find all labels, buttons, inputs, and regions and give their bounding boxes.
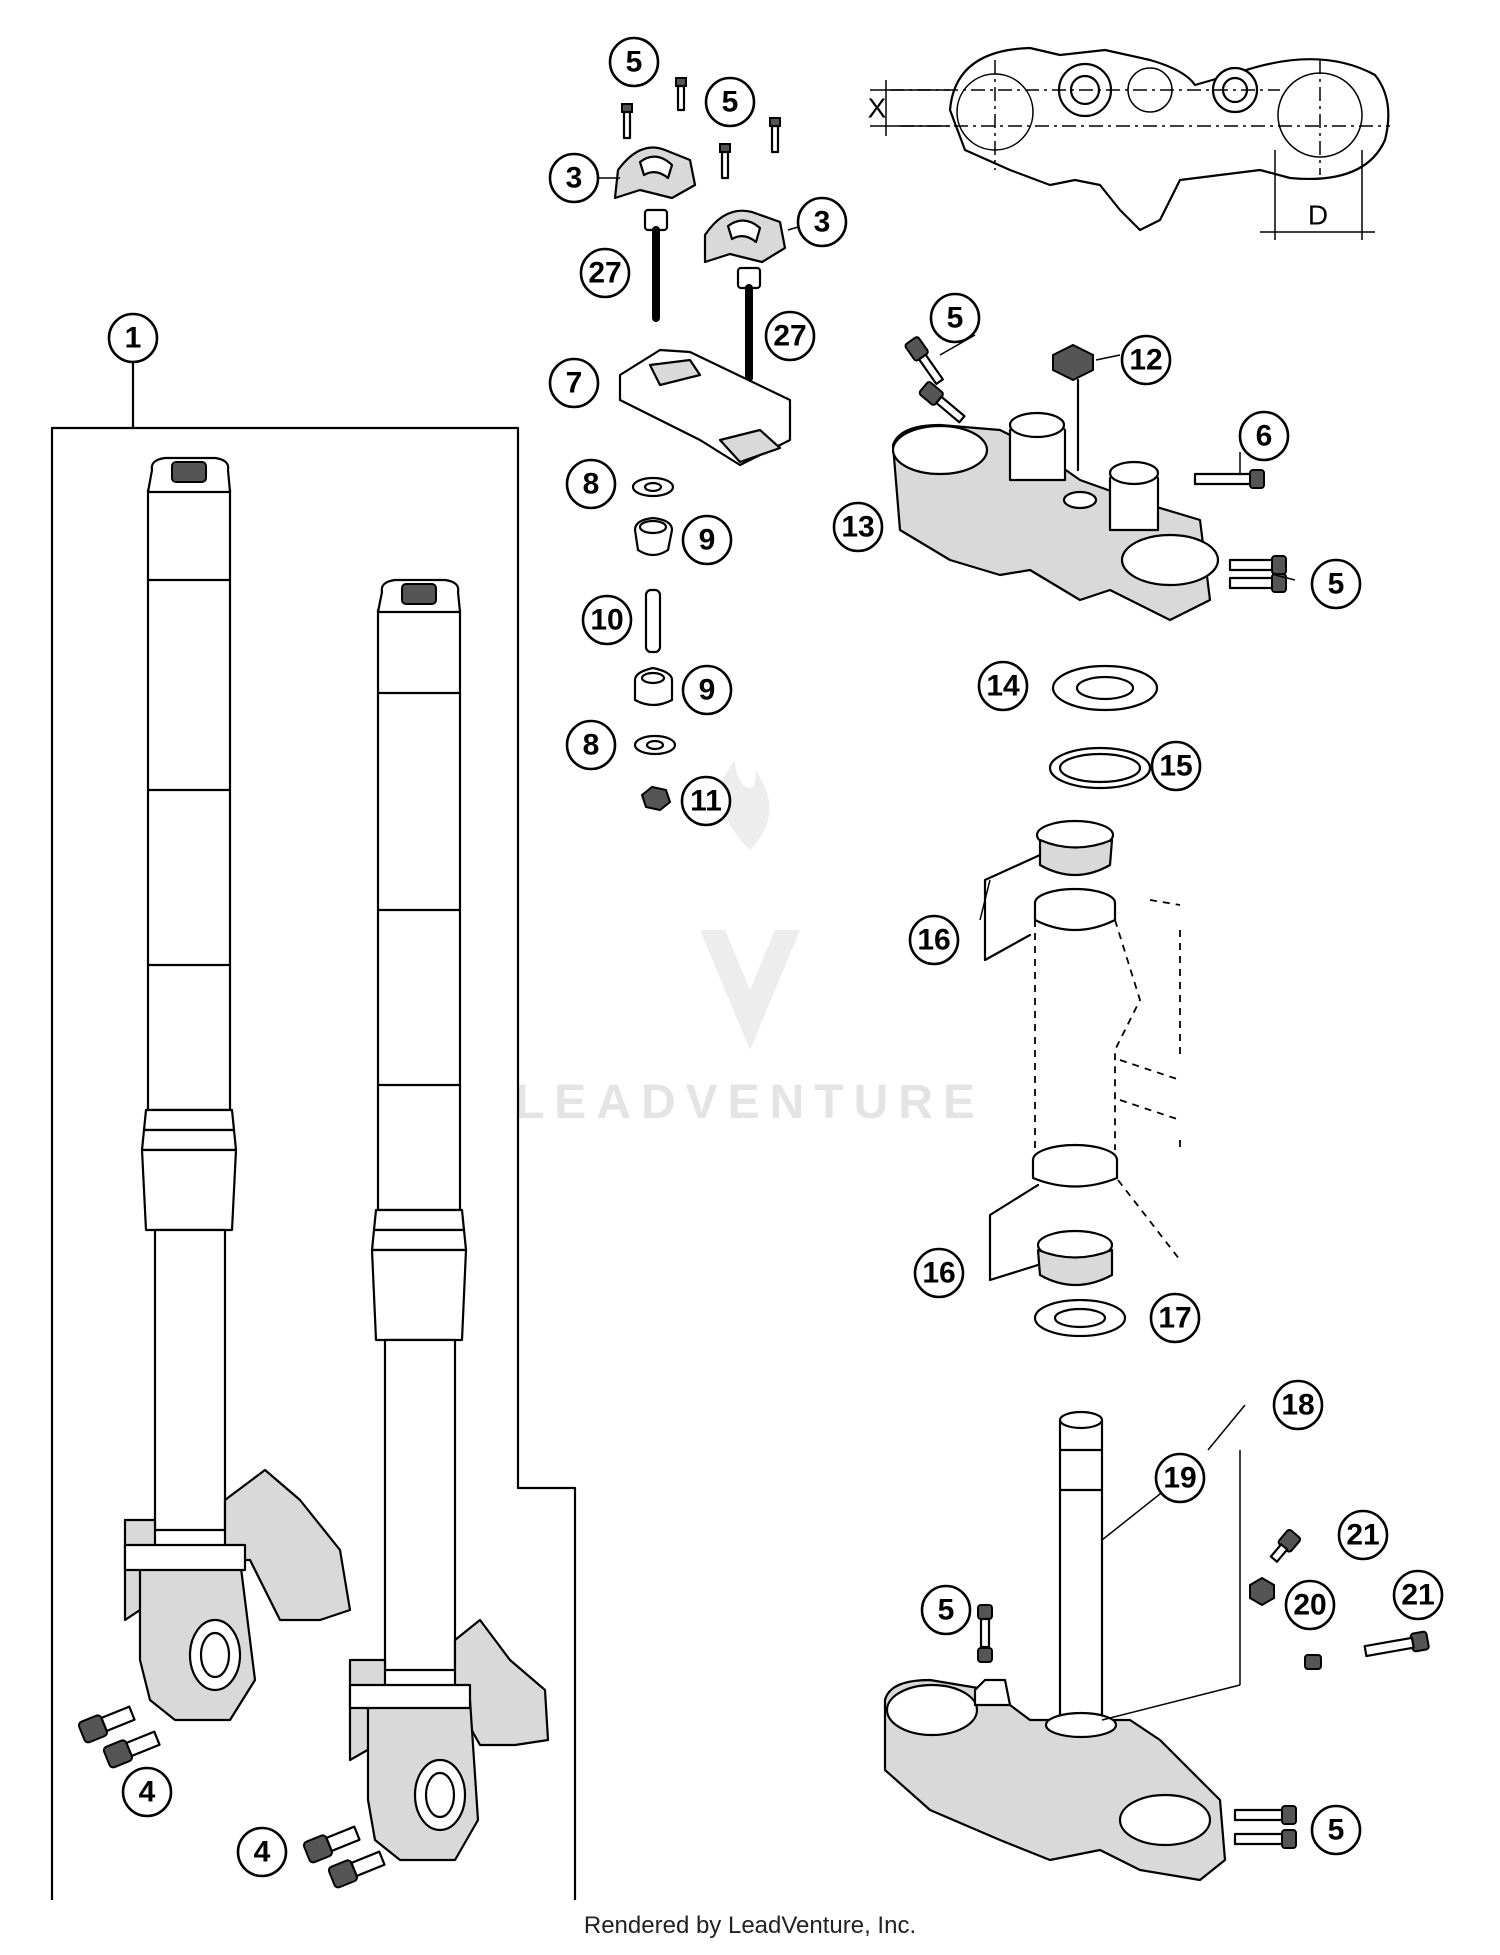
right-fork-leg: [348, 578, 550, 1862]
callout-5-e: 5: [920, 1584, 972, 1636]
callout-21-b: 21: [1392, 1569, 1444, 1621]
callout-17: 17: [1149, 1292, 1201, 1344]
callout-14: 14: [977, 660, 1029, 712]
dimension-diagram: X D: [868, 46, 1390, 240]
callout-5-d: 5: [1310, 558, 1362, 610]
callout-20: 20: [1284, 1579, 1336, 1631]
callout-6: 6: [1238, 410, 1290, 462]
steering-head-bearings: [983, 664, 1181, 1338]
callout-8-b: 8: [565, 719, 617, 771]
upper-triple-clamp: [891, 411, 1220, 622]
svg-text:3: 3: [566, 162, 583, 195]
svg-text:27: 27: [773, 320, 806, 353]
damper-small-parts: [631, 476, 677, 812]
svg-text:9: 9: [699, 524, 716, 557]
handlebar-clamp-upper-left: [613, 146, 697, 200]
footer-credit: Rendered by LeadVenture, Inc.: [583, 1912, 917, 1939]
svg-text:18: 18: [1281, 1389, 1314, 1422]
svg-text:4: 4: [254, 1836, 271, 1869]
axle-clamp-bolts-left: [77, 1705, 161, 1769]
handlebar-base: [618, 348, 792, 467]
exploded-parts-diagram: LEADVENTURE: [50, 36, 1444, 1900]
svg-text:11: 11: [690, 785, 722, 818]
handlebar-clamp-upper-right: [703, 209, 787, 264]
svg-text:3: 3: [814, 206, 831, 239]
callout-10: 10: [581, 594, 633, 646]
svg-text:5: 5: [626, 46, 643, 79]
callout-15: 15: [1150, 740, 1202, 792]
callout-1: 1: [107, 312, 159, 364]
callout-3-a: 3: [548, 152, 600, 204]
svg-text:14: 14: [986, 670, 1020, 703]
svg-text:10: 10: [590, 604, 623, 637]
svg-text:5: 5: [1328, 568, 1345, 601]
svg-text:8: 8: [583, 468, 600, 501]
callout-11: 11: [680, 775, 732, 827]
svg-text:9: 9: [699, 674, 716, 707]
leader-lines: [580, 177, 1296, 1721]
svg-text:20: 20: [1293, 1589, 1326, 1622]
watermark: LEADVENTURE: [515, 760, 985, 1129]
callout-5-f: 5: [1310, 1804, 1362, 1856]
svg-text:27: 27: [588, 257, 621, 290]
callout-5-c: 5: [929, 292, 981, 344]
svg-text:15: 15: [1159, 750, 1192, 783]
callout-16-b: 16: [913, 1247, 965, 1299]
svg-text:19: 19: [1163, 1462, 1196, 1495]
svg-text:13: 13: [841, 511, 874, 544]
callout-18: 18: [1272, 1379, 1324, 1431]
callout-16-a: 16: [908, 914, 960, 966]
dimension-x-label: X: [868, 93, 887, 124]
callout-19: 19: [1154, 1452, 1206, 1504]
svg-text:6: 6: [1256, 420, 1273, 453]
callout-4-b: 4: [236, 1826, 288, 1878]
watermark-text: LEADVENTURE: [515, 1076, 985, 1129]
svg-text:1: 1: [125, 322, 142, 355]
callout-7: 7: [548, 357, 600, 409]
lower-clamp-bolts: [1233, 1528, 1430, 1849]
svg-text:5: 5: [947, 302, 964, 335]
callout-13: 13: [832, 501, 884, 553]
clamp-bolts-top: [621, 77, 781, 180]
dimension-d-label: D: [1308, 200, 1328, 231]
callout-4-a: 4: [121, 1766, 173, 1818]
callout-5-a: 5: [608, 36, 660, 88]
callout-27-b: 27: [764, 310, 816, 362]
callout-12: 12: [1120, 334, 1172, 386]
axle-clamp-bolts-right: [302, 1825, 386, 1889]
callouts: 1 5 5 3 3 27 27 7 8 9 10 9 8 11 5 12 6 1…: [107, 36, 1444, 1878]
svg-text:17: 17: [1158, 1302, 1191, 1335]
svg-text:8: 8: [583, 729, 600, 762]
callout-27-a: 27: [579, 247, 631, 299]
svg-text:16: 16: [917, 924, 950, 957]
callout-8-a: 8: [565, 458, 617, 510]
long-bolts-27: [643, 208, 762, 382]
upper-clamp-bolts: [904, 336, 1287, 593]
steering-stem-nut: [1052, 343, 1094, 472]
left-fork-leg: [123, 456, 352, 1722]
svg-text:7: 7: [566, 367, 583, 400]
svg-text:21: 21: [1401, 1579, 1434, 1612]
svg-text:5: 5: [722, 86, 739, 119]
callout-9-a: 9: [681, 514, 733, 566]
svg-text:5: 5: [938, 1594, 955, 1627]
lower-triple-clamp: [883, 1410, 1227, 1882]
callout-5-b: 5: [704, 76, 756, 128]
callout-21-a: 21: [1337, 1509, 1389, 1561]
callout-3-b: 3: [796, 196, 848, 248]
svg-text:4: 4: [139, 1776, 156, 1809]
svg-text:16: 16: [922, 1257, 955, 1290]
svg-text:12: 12: [1129, 344, 1162, 377]
svg-text:21: 21: [1346, 1519, 1379, 1552]
callout-9-b: 9: [681, 664, 733, 716]
svg-text:5: 5: [1328, 1814, 1345, 1847]
fork-assembly-boundary: [50, 426, 577, 1900]
